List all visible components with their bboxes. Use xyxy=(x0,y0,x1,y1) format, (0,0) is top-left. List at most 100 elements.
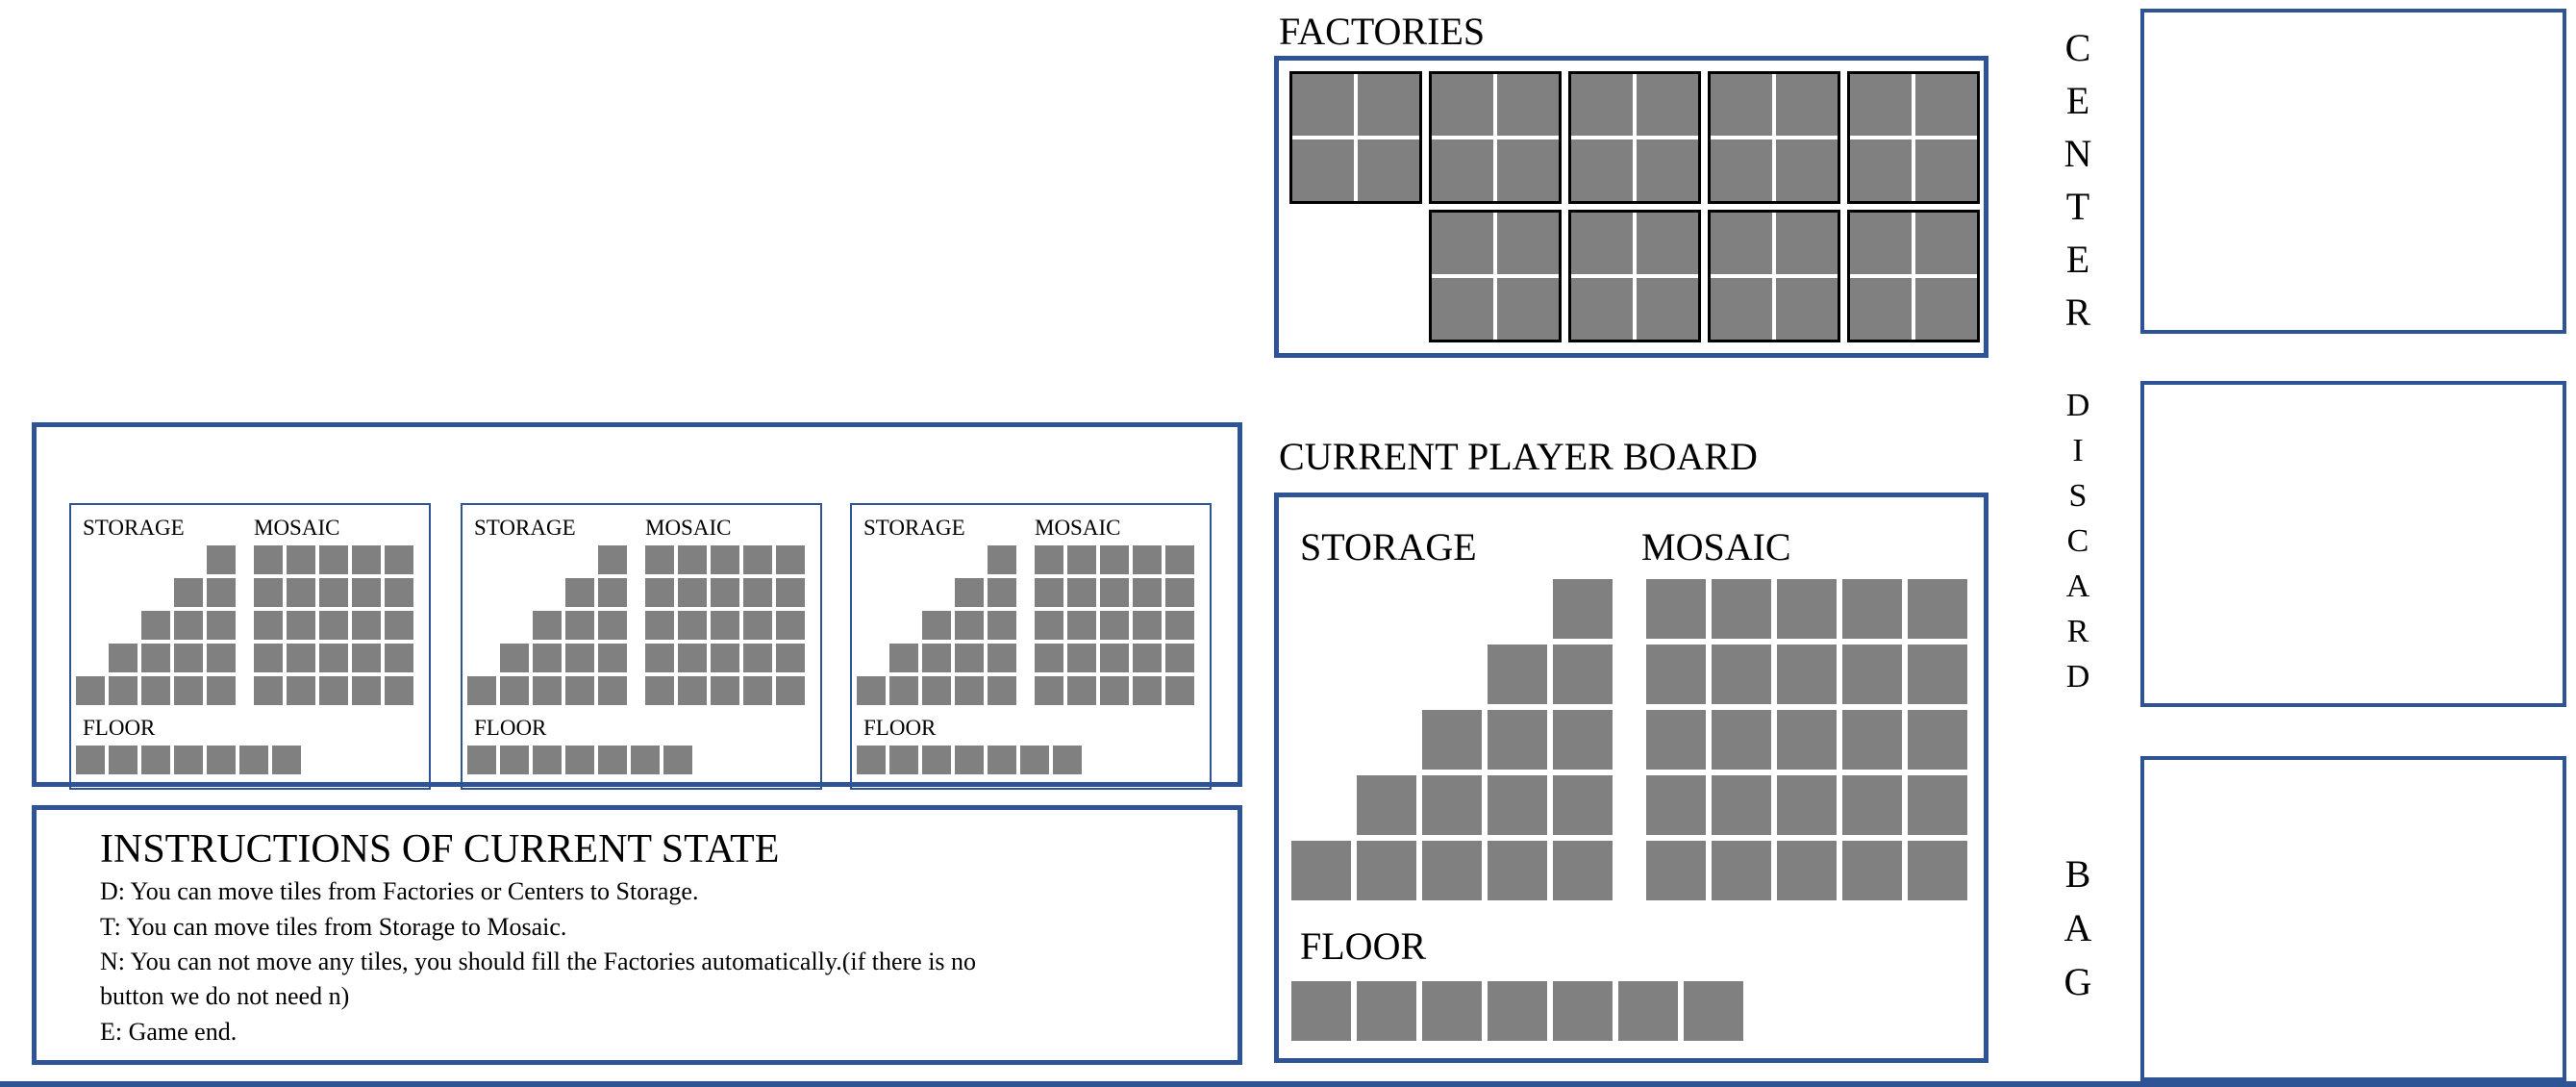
mosaic-slot[interactable] xyxy=(1133,644,1162,672)
mosaic-slot[interactable] xyxy=(1908,710,1967,770)
factory-7[interactable] xyxy=(1568,210,1701,342)
storage-slot[interactable] xyxy=(922,676,951,705)
storage-slot[interactable] xyxy=(889,644,918,672)
mosaic-slot[interactable] xyxy=(1100,644,1129,672)
storage-slot[interactable] xyxy=(500,676,529,705)
mosaic-slot[interactable] xyxy=(1133,545,1162,574)
factory-tile-slot[interactable] xyxy=(1776,139,1838,201)
mosaic-slot[interactable] xyxy=(711,644,739,672)
mosaic-slot[interactable] xyxy=(1908,579,1967,639)
factory-tile-slot[interactable] xyxy=(1432,213,1493,274)
storage-slot[interactable] xyxy=(174,644,203,672)
floor-slot[interactable] xyxy=(598,746,627,774)
mosaic-slot[interactable] xyxy=(254,644,283,672)
storage-slot[interactable] xyxy=(1488,645,1547,704)
factory-tile-slot[interactable] xyxy=(1497,74,1559,136)
mosaic-slot[interactable] xyxy=(254,676,283,705)
storage-slot[interactable] xyxy=(598,644,627,672)
discard-area[interactable] xyxy=(2140,381,2566,707)
mosaic-slot[interactable] xyxy=(287,578,315,607)
mosaic-slot[interactable] xyxy=(319,676,348,705)
mosaic-slot[interactable] xyxy=(711,611,739,640)
storage-slot[interactable] xyxy=(1357,841,1416,900)
storage-slot[interactable] xyxy=(598,545,627,574)
mosaic-slot[interactable] xyxy=(1842,579,1902,639)
factory-tile-slot[interactable] xyxy=(1292,139,1354,201)
mosaic-slot[interactable] xyxy=(287,676,315,705)
floor-slot[interactable] xyxy=(857,746,886,774)
mosaic-slot[interactable] xyxy=(1646,710,1706,770)
mosaic-slot[interactable] xyxy=(1067,545,1096,574)
mosaic-slot[interactable] xyxy=(352,644,381,672)
mosaic-slot[interactable] xyxy=(352,676,381,705)
floor-slot[interactable] xyxy=(109,746,138,774)
storage-slot[interactable] xyxy=(565,578,594,607)
mosaic-slot[interactable] xyxy=(1842,645,1902,704)
mosaic-slot[interactable] xyxy=(776,545,805,574)
storage-slot[interactable] xyxy=(1553,710,1613,770)
storage-slot[interactable] xyxy=(500,644,529,672)
factory-4[interactable] xyxy=(1708,71,1840,204)
mosaic-slot[interactable] xyxy=(645,611,674,640)
mosaic-slot[interactable] xyxy=(678,676,707,705)
mosaic-slot[interactable] xyxy=(678,644,707,672)
storage-slot[interactable] xyxy=(207,644,236,672)
storage-slot[interactable] xyxy=(955,611,984,640)
mosaic-slot[interactable] xyxy=(254,545,283,574)
storage-slot[interactable] xyxy=(1422,710,1482,770)
mosaic-slot[interactable] xyxy=(1067,578,1096,607)
storage-slot[interactable] xyxy=(955,644,984,672)
mosaic-slot[interactable] xyxy=(678,611,707,640)
factory-tile-slot[interactable] xyxy=(1358,139,1419,201)
factory-tile-slot[interactable] xyxy=(1358,74,1419,136)
storage-slot[interactable] xyxy=(1422,775,1482,835)
mosaic-slot[interactable] xyxy=(287,611,315,640)
floor-slot[interactable] xyxy=(1553,981,1613,1041)
storage-slot[interactable] xyxy=(1488,841,1547,900)
mosaic-slot[interactable] xyxy=(678,578,707,607)
floor-slot[interactable] xyxy=(1422,981,1482,1041)
factory-5[interactable] xyxy=(1847,71,1980,204)
mosaic-slot[interactable] xyxy=(1777,645,1837,704)
mosaic-slot[interactable] xyxy=(1067,676,1096,705)
storage-slot[interactable] xyxy=(1422,841,1482,900)
mosaic-slot[interactable] xyxy=(1712,710,1771,770)
mosaic-slot[interactable] xyxy=(1646,841,1706,900)
mosaic-slot[interactable] xyxy=(319,611,348,640)
mosaic-slot[interactable] xyxy=(1842,841,1902,900)
mosaic-slot[interactable] xyxy=(1777,775,1837,835)
mosaic-slot[interactable] xyxy=(319,578,348,607)
storage-slot[interactable] xyxy=(988,611,1016,640)
storage-slot[interactable] xyxy=(857,676,886,705)
storage-slot[interactable] xyxy=(1553,645,1613,704)
mosaic-slot[interactable] xyxy=(385,644,413,672)
factory-tile-slot[interactable] xyxy=(1850,213,1912,274)
mosaic-slot[interactable] xyxy=(743,611,772,640)
factory-8[interactable] xyxy=(1708,210,1840,342)
mosaic-slot[interactable] xyxy=(1777,579,1837,639)
storage-slot[interactable] xyxy=(1488,710,1547,770)
factory-tile-slot[interactable] xyxy=(1497,213,1559,274)
floor-slot[interactable] xyxy=(1488,981,1547,1041)
mosaic-slot[interactable] xyxy=(1067,611,1096,640)
mosaic-slot[interactable] xyxy=(1100,611,1129,640)
storage-slot[interactable] xyxy=(1553,579,1613,639)
mosaic-slot[interactable] xyxy=(1908,645,1967,704)
factory-tile-slot[interactable] xyxy=(1915,278,1977,340)
bag-area[interactable] xyxy=(2140,756,2566,1081)
factory-tile-slot[interactable] xyxy=(1850,74,1912,136)
factory-tile-slot[interactable] xyxy=(1776,278,1838,340)
storage-slot[interactable] xyxy=(533,676,562,705)
storage-slot[interactable] xyxy=(955,676,984,705)
factory-tile-slot[interactable] xyxy=(1292,74,1354,136)
center-area[interactable] xyxy=(2140,9,2566,334)
storage-slot[interactable] xyxy=(598,578,627,607)
floor-slot[interactable] xyxy=(141,746,170,774)
floor-slot[interactable] xyxy=(500,746,529,774)
floor-slot[interactable] xyxy=(988,746,1016,774)
mosaic-slot[interactable] xyxy=(1100,545,1129,574)
mosaic-slot[interactable] xyxy=(287,644,315,672)
mosaic-slot[interactable] xyxy=(776,611,805,640)
mosaic-slot[interactable] xyxy=(1777,710,1837,770)
mosaic-slot[interactable] xyxy=(385,578,413,607)
